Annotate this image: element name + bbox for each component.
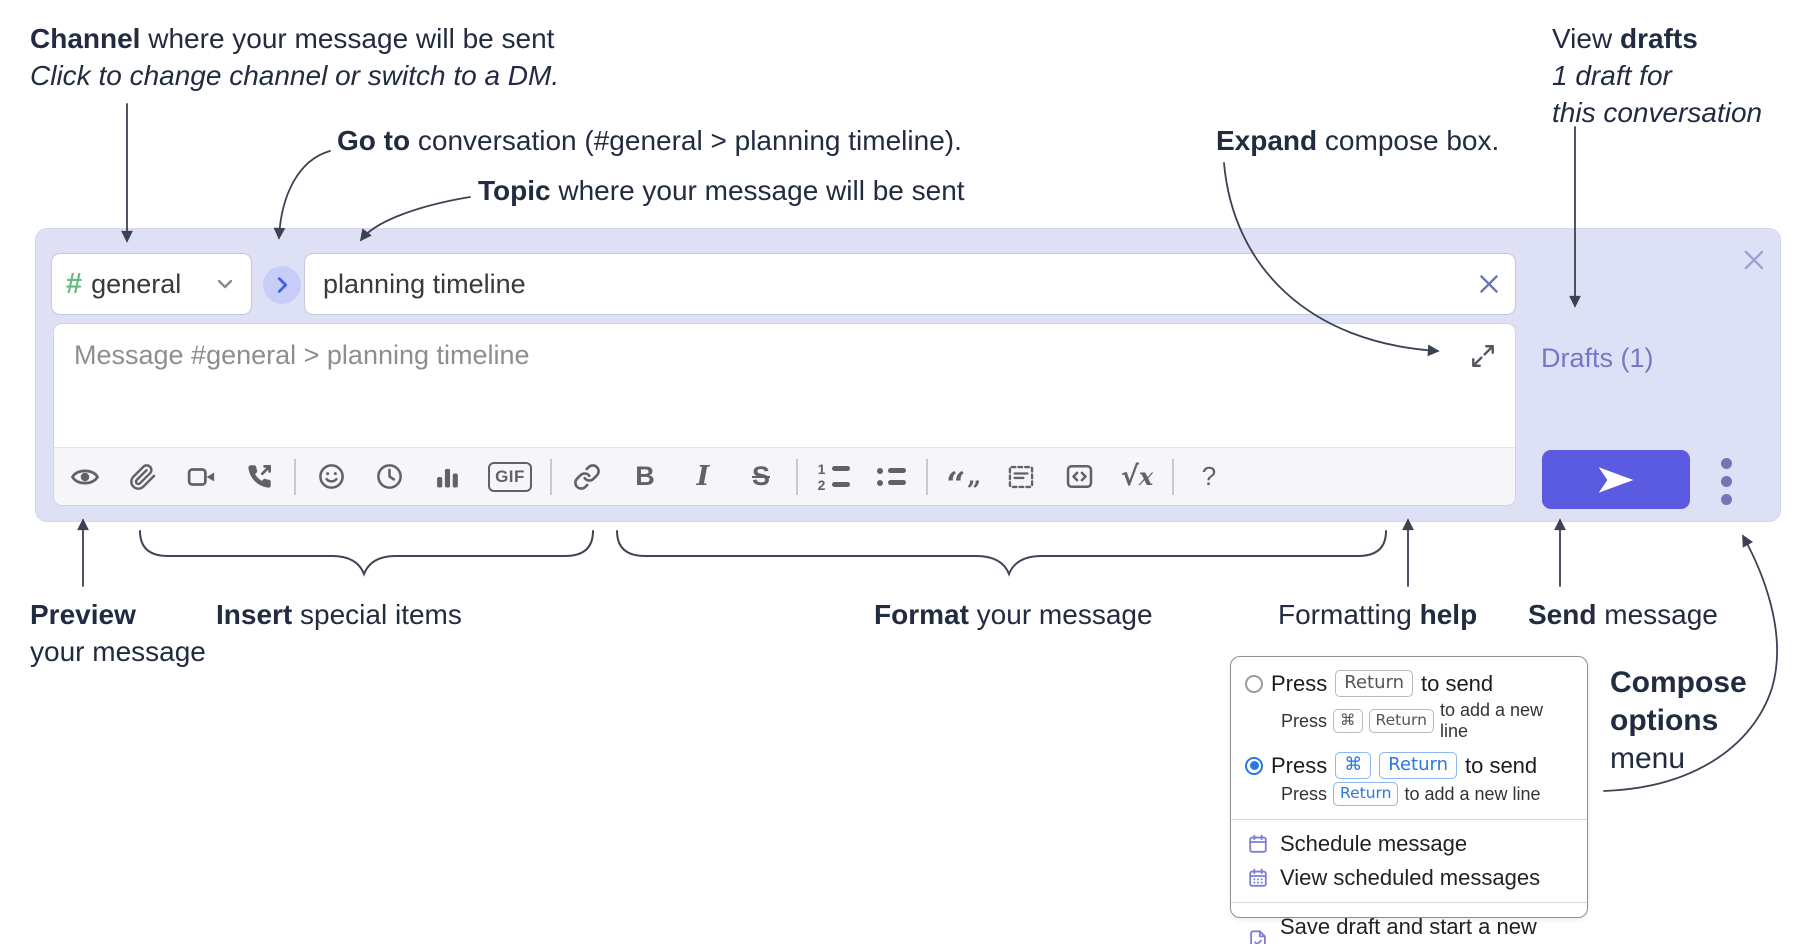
annotation-send: Send message — [1528, 599, 1718, 630]
calendar-icon — [1249, 834, 1267, 853]
drafts-link[interactable]: Drafts (1) — [1541, 343, 1654, 373]
annotation-channel-rest: where your message will be sent — [140, 23, 555, 54]
channel-name: general — [91, 268, 182, 299]
time-clock-button[interactable] — [366, 455, 412, 499]
close-icon — [1744, 250, 1764, 270]
numbered-list-button[interactable]: 1 2 — [810, 455, 856, 499]
brace-insert — [139, 530, 594, 577]
calendar-grid-icon — [1249, 868, 1267, 887]
bulleted-list-icon — [876, 467, 906, 486]
gif-icon: GIF — [488, 461, 532, 492]
video-call-button[interactable] — [178, 455, 224, 499]
message-area: GIF B I S 1 2 — [53, 323, 1516, 506]
bold-button[interactable]: B — [622, 455, 668, 499]
kbd-return: Return — [1368, 709, 1434, 733]
bold-icon: B — [635, 461, 655, 491]
italic-icon: I — [696, 461, 710, 492]
ellipsis-icon — [1720, 457, 1732, 469]
spoiler-button[interactable] — [998, 455, 1044, 499]
topic-input[interactable] — [304, 253, 1516, 315]
toolbar-divider — [550, 458, 552, 495]
toolbar-divider — [1172, 458, 1174, 495]
attach-paperclip-button[interactable] — [120, 455, 166, 499]
compose-toolbar: GIF B I S 1 2 — [54, 447, 1515, 505]
menu-divider — [1231, 902, 1587, 903]
menu-item-schedule-message[interactable]: Schedule message — [1231, 827, 1587, 861]
file-check-icon — [1250, 930, 1266, 944]
send-icon — [1598, 466, 1634, 493]
annotation-channel-bold: Channel — [30, 23, 141, 54]
toolbar-divider — [926, 458, 928, 495]
expand-compose-button[interactable] — [1469, 342, 1497, 370]
radio-unselected-icon[interactable] — [1245, 674, 1263, 693]
numbered-list-icon: 1 2 — [817, 462, 850, 492]
annotation-formatting-help: Formatting help — [1278, 599, 1478, 630]
kbd-return: Return — [1335, 670, 1413, 697]
compose-options-menu: Press Return to send Press ⌘ Return to a… — [1230, 656, 1588, 944]
kbd-return: Return — [1333, 782, 1399, 806]
code-button[interactable] — [1056, 455, 1102, 499]
annotation-channel-sub: Click to change channel or switch to a D… — [30, 60, 560, 91]
strikethrough-button[interactable]: S — [738, 455, 784, 499]
compose-close-button[interactable] — [1736, 242, 1772, 278]
option-cmd-return-to-send[interactable]: Press ⌘ Return to send Press Return to a… — [1231, 748, 1587, 812]
annotation-goto: Go to conversation (#general > planning … — [337, 125, 962, 156]
message-input[interactable] — [54, 324, 1515, 447]
arrow-goto — [273, 150, 331, 240]
annotation-format: Format your message — [874, 599, 1153, 630]
poll-button[interactable] — [424, 455, 470, 499]
gif-button[interactable]: GIF — [482, 455, 538, 499]
menu-item-view-scheduled[interactable]: View scheduled messages — [1231, 861, 1587, 895]
annotation-compose-options: Compose options menu — [1610, 666, 1747, 775]
spoiler-icon — [1008, 465, 1034, 488]
quote-button[interactable]: “ ” — [946, 464, 981, 505]
strikethrough-icon: S — [751, 461, 770, 491]
voice-call-button[interactable] — [236, 455, 282, 499]
compose-options-button[interactable] — [1709, 453, 1743, 509]
annotation-channel: Channel where your message will be sent … — [30, 20, 559, 94]
emoji-button[interactable] — [308, 455, 354, 499]
close-icon — [1480, 275, 1498, 293]
quote-icon: “ — [946, 464, 966, 505]
annotation-drafts: View drafts 1 draft for this conversatio… — [1552, 23, 1763, 128]
annotation-insert: Insert special items — [216, 599, 462, 630]
radio-selected-icon[interactable] — [1245, 756, 1263, 775]
preview-eye-button[interactable] — [62, 455, 108, 499]
italic-button[interactable]: I — [680, 455, 726, 499]
option-return-to-send[interactable]: Press Return to send Press ⌘ Return to a… — [1231, 666, 1587, 748]
brace-format — [616, 530, 1387, 577]
go-to-conversation-button[interactable] — [263, 266, 301, 304]
expand-icon — [1472, 345, 1494, 367]
formatting-help-button[interactable]: ? — [1186, 455, 1232, 499]
chevron-right-icon — [277, 277, 288, 293]
chevron-down-icon — [213, 272, 237, 296]
kbd-cmd: ⌘ — [1335, 752, 1372, 779]
annotation-topic: Topic where your message will be sent — [478, 175, 965, 206]
code-icon — [1066, 464, 1092, 489]
send-button[interactable] — [1542, 450, 1690, 509]
link-button[interactable] — [564, 455, 610, 499]
bulleted-list-button[interactable] — [868, 455, 914, 499]
kbd-return: Return — [1379, 752, 1457, 779]
toolbar-divider — [796, 458, 798, 495]
math-icon: √ — [1120, 461, 1139, 492]
question-mark-icon: ? — [1201, 461, 1217, 491]
compose-box: # general — [35, 228, 1781, 522]
channel-hash-icon: # — [66, 267, 83, 300]
topic-clear-button[interactable] — [1472, 267, 1506, 301]
menu-divider — [1231, 819, 1587, 820]
annotation-expand: Expand compose box. — [1216, 125, 1500, 156]
math-button[interactable]: √ x — [1120, 461, 1154, 492]
menu-item-save-draft[interactable]: Save draft and start a new message — [1231, 910, 1587, 944]
toolbar-divider — [294, 458, 296, 495]
channel-selector[interactable]: # general — [51, 253, 252, 315]
kbd-cmd: ⌘ — [1333, 709, 1363, 733]
annotation-preview: Preview your message — [30, 599, 206, 667]
